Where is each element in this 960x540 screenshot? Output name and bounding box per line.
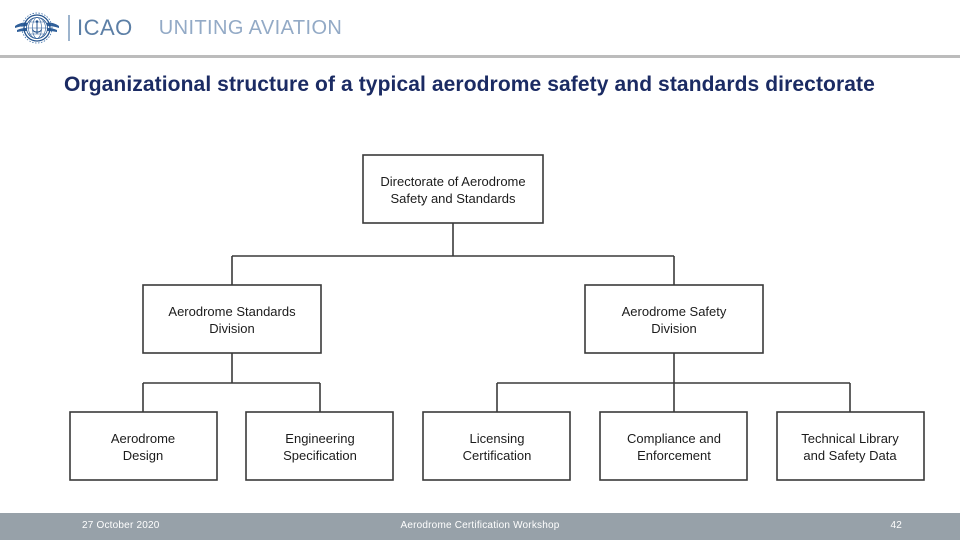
org-node-standards-division-label-line2: Division (209, 321, 255, 336)
icao-globe-wings-logo-icon (15, 12, 59, 44)
org-node-root-label-line2: Safety and Standards (390, 191, 516, 206)
org-node-compliance-enforcement-label-line1: Compliance and (627, 431, 721, 446)
org-node-aerodrome-design-label-line1: Aerodrome (111, 431, 175, 446)
org-node-safety-division-label-line1: Aerodrome Safety (622, 304, 727, 319)
footer-title: Aerodrome Certification Workshop (400, 520, 560, 531)
org-node-aerodrome-design-box[interactable] (69, 411, 218, 481)
footer-page-number: 42 (890, 520, 902, 531)
page-title: Organizational structure of a typical ae… (64, 73, 875, 96)
brand-lockup: ICAO UNITING AVIATION (14, 7, 342, 49)
org-node-standards-division[interactable]: Aerodrome Standards Division (142, 284, 322, 354)
org-chart: Directorate of Aerodrome Safety and Stan… (0, 140, 960, 500)
header-divider-rule (0, 55, 960, 58)
org-node-root[interactable]: Directorate of Aerodrome Safety and Stan… (362, 154, 544, 224)
org-chart-svg: Directorate of Aerodrome Safety and Stan… (69, 154, 925, 481)
org-node-engineering-specification-label-line2: Specification (283, 448, 357, 463)
org-node-technical-library-label-line2: and Safety Data (803, 448, 897, 463)
org-node-licensing-certification-label-line2: Certification (463, 448, 532, 463)
brand-divider (68, 15, 70, 41)
org-node-licensing-certification[interactable]: Licensing Certification (422, 411, 571, 481)
org-node-standards-division-box[interactable] (142, 284, 322, 354)
org-node-root-box[interactable] (362, 154, 544, 224)
org-node-compliance-enforcement[interactable]: Compliance and Enforcement (599, 411, 748, 481)
org-node-technical-library-label-line1: Technical Library (801, 431, 899, 446)
connector-group-root (231, 223, 675, 285)
brand-tagline-text: UNITING AVIATION (158, 17, 343, 39)
org-node-engineering-specification-box[interactable] (245, 411, 394, 481)
org-node-engineering-specification[interactable]: Engineering Specification (245, 411, 394, 481)
org-node-safety-division-box[interactable] (584, 284, 764, 354)
org-node-licensing-certification-box[interactable] (422, 411, 571, 481)
org-node-licensing-certification-label-line1: Licensing (470, 431, 525, 446)
org-node-aerodrome-design-label-line2: Design (123, 448, 163, 463)
org-node-standards-division-label-line1: Aerodrome Standards (168, 304, 296, 319)
org-node-engineering-specification-label-line1: Engineering (285, 431, 354, 446)
org-node-aerodrome-design[interactable]: Aerodrome Design (69, 411, 218, 481)
connector-group-safety (496, 353, 851, 412)
slide-header: ICAO UNITING AVIATION (0, 0, 960, 57)
org-node-compliance-enforcement-box[interactable] (599, 411, 748, 481)
slide-footer: 27 October 2020 Aerodrome Certification … (0, 513, 960, 540)
org-node-safety-division[interactable]: Aerodrome Safety Division (584, 284, 764, 354)
footer-date: 27 October 2020 (82, 520, 160, 531)
org-node-safety-division-label-line2: Division (651, 321, 697, 336)
org-node-root-label-line1: Directorate of Aerodrome (380, 174, 525, 189)
org-node-compliance-enforcement-label-line2: Enforcement (637, 448, 711, 463)
brand-icao-text: ICAO (77, 15, 133, 40)
connector-group-standards (142, 353, 321, 412)
org-node-technical-library[interactable]: Technical Library and Safety Data (776, 411, 925, 481)
org-node-technical-library-box[interactable] (776, 411, 925, 481)
